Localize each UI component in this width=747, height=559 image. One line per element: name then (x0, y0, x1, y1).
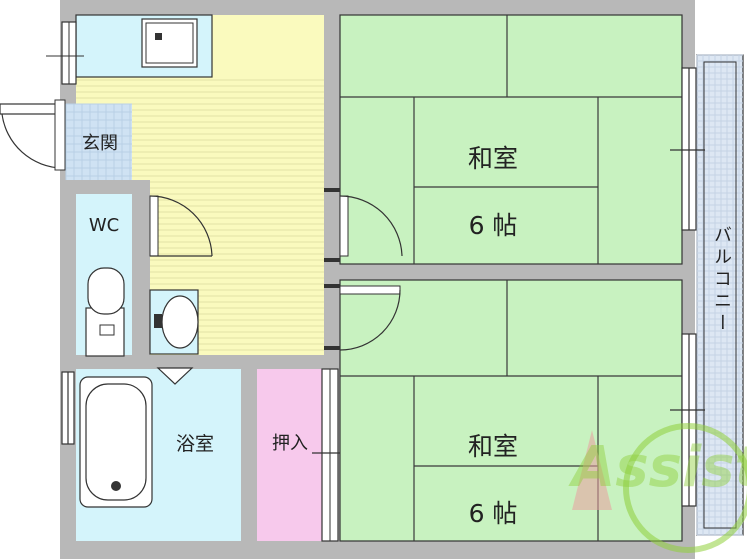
washitsu-bottom-name: 和室 (467, 431, 518, 461)
wash-basin (161, 295, 199, 349)
genkan-floor (65, 103, 132, 180)
kitchen-sink (141, 18, 198, 68)
bath-label: 浴室 (175, 433, 214, 455)
balcony-window-top (670, 67, 705, 231)
entrance-door-swing (1, 113, 63, 169)
faucet-icon (155, 33, 162, 40)
wc-door-leaf (149, 195, 159, 257)
closet (257, 369, 324, 541)
washitsu-bottom-size: 6 帖 (468, 499, 518, 529)
washitsu-top-name: 和室 (467, 143, 518, 173)
bath-folding-door (156, 367, 194, 385)
washitsu-bottom-door (324, 284, 401, 351)
wc-label: WC (88, 215, 120, 236)
washitsu-top-size: 6 帖 (468, 211, 518, 241)
kitchen-sink-basin (145, 22, 194, 64)
assist-watermark-logo (572, 423, 747, 553)
toilet-bowl (87, 267, 125, 315)
washitsu-top-label: 和室 6 帖 (448, 108, 538, 243)
balcony-window-bottom (670, 333, 705, 507)
wc-door-swing (149, 195, 213, 257)
washitsu-top (339, 14, 683, 265)
toilet-tank (85, 307, 125, 357)
balcony-label: バルコニー (711, 225, 732, 335)
closet-label: 押入 (272, 433, 308, 454)
entrance-door-leaf (0, 103, 63, 115)
genkan-label: 玄関 (82, 133, 118, 154)
balcony (696, 54, 744, 536)
washitsu-bottom-label: 和室 6 帖 (448, 396, 538, 531)
watermark-text: Assist (572, 435, 747, 500)
drain-icon (111, 481, 121, 491)
washitsu-top-door (324, 188, 403, 262)
bath-window (61, 371, 75, 445)
